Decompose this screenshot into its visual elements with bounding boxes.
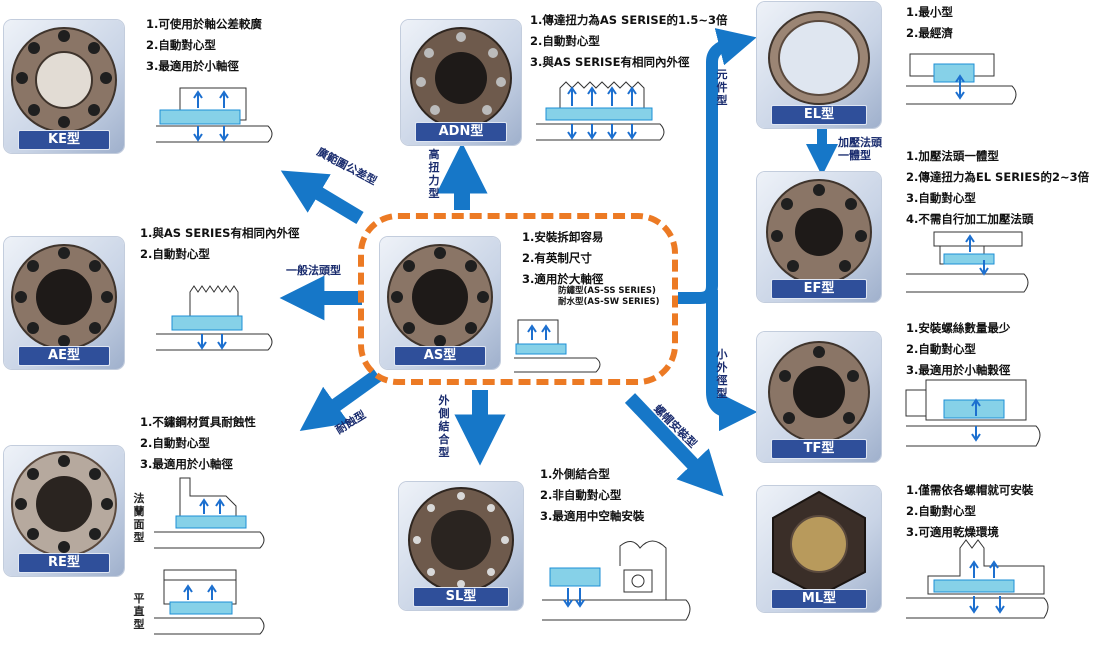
ke-label: KE型 (18, 130, 110, 150)
feature-item: 3.自動對心型 (906, 191, 976, 205)
ef-product-image (766, 179, 872, 285)
el-features: 1.最小型 2.最經濟 (906, 2, 953, 44)
ae-product-image (11, 244, 117, 350)
feature-item: 2.自動對心型 (906, 342, 976, 356)
feature-item: 3.可適用乾燥環境 (906, 525, 999, 539)
ef-features: 1.加壓法頭一體型 2.傳達扭力為EL SERIES的2~3倍 3.自動對心型 … (906, 146, 1089, 230)
sl-section-drawing (542, 540, 691, 621)
ke-features: 1.可使用於軸公差較廣 2.自動對心型 3.最適用於小軸徑 (146, 14, 262, 77)
product-card-ke[interactable]: KE型 (4, 20, 124, 153)
product-card-sl[interactable]: SL型 (399, 482, 523, 610)
re-subtype-flange: 法蘭面型 (133, 492, 145, 544)
as-section-drawing (514, 319, 601, 373)
product-card-ae[interactable]: AE型 (4, 237, 124, 369)
ef-label: EF型 (771, 279, 867, 299)
product-card-tf[interactable]: TF型 (757, 332, 881, 462)
re-flange-drawing (154, 477, 265, 549)
feature-item: 2.自動對心型 (140, 247, 210, 261)
as-label: AS型 (394, 346, 486, 366)
arrow-label-tf: 小外徑型 (716, 348, 728, 400)
center-dashed-frame (358, 213, 678, 385)
arrow-to-ke (280, 170, 364, 225)
tf-features: 1.安裝螺絲數量最少 2.自動對心型 3.最適用於小軸穀徑 (906, 318, 1010, 381)
re-label: RE型 (18, 553, 110, 573)
feature-item: 2.非自動對心型 (540, 488, 622, 502)
arrow-to-ml (624, 393, 724, 497)
re-product-image (11, 451, 117, 557)
ml-label: ML型 (771, 589, 867, 609)
sl-label: SL型 (413, 587, 509, 607)
feature-item: 4.不需自行加工加壓法頭 (906, 212, 1034, 226)
arrow-label-el: 元件型 (716, 68, 728, 107)
feature-item: 2.有英制尺寸 (522, 251, 592, 265)
adn-features: 1.傳達扭力為AS SERISE的1.5~3倍 2.自動對心型 3.與AS SE… (530, 10, 727, 73)
series-item: 耐水型(AS-SW SERIES) (558, 297, 660, 307)
arrow-label-ef: 加壓法頭一體型 (838, 136, 882, 162)
tf-section-drawing (905, 379, 1041, 447)
feature-item: 1.最小型 (906, 5, 953, 19)
as-features: 1.安裝拆卸容易 2.有英制尺寸 3.適用於大軸徑 (522, 227, 603, 290)
product-card-el[interactable]: EL型 (757, 2, 881, 128)
adn-section-drawing (536, 81, 665, 141)
feature-item: 3.最適用於小軸徑 (146, 59, 239, 73)
feature-item: 1.加壓法頭一體型 (906, 149, 999, 163)
ke-section-drawing (156, 87, 273, 143)
tf-label: TF型 (771, 439, 867, 459)
product-card-adn[interactable]: ADN型 (401, 20, 521, 145)
re-features: 1.不鏽鋼材質具耐蝕性 2.自動對心型 3.最適用於小軸徑 (140, 412, 256, 475)
series-item: 防鏽型(AS-SS SERIES) (558, 286, 656, 296)
feature-item: 2.最經濟 (906, 26, 953, 40)
el-product-image (768, 11, 870, 105)
arrow-to-tf (706, 290, 758, 432)
arrow-label-adn: 高扭力型 (428, 148, 440, 200)
feature-item: 1.不鏽鋼材質具耐蝕性 (140, 415, 256, 429)
ae-features: 1.與AS SERIES有相同內外徑 2.自動對心型 (140, 223, 299, 265)
feature-item: 2.傳達扭力為EL SERIES的2~3倍 (906, 170, 1090, 184)
product-card-re[interactable]: RE型 (4, 446, 124, 576)
arrow-label-ae: 一般法頭型 (286, 264, 341, 277)
product-card-as[interactable]: AS型 (380, 237, 500, 369)
sl-features: 1.外側結合型 2.非自動對心型 3.最適用中空軸安裝 (540, 464, 644, 527)
product-card-ml[interactable]: ML型 (757, 486, 881, 612)
ml-product-image (772, 490, 866, 598)
arrow-trunk (678, 28, 757, 304)
feature-item: 3.與AS SERISE有相同內外徑 (530, 55, 690, 69)
product-card-ef[interactable]: EF型 (757, 172, 881, 302)
arrow-to-re (299, 369, 383, 432)
sl-product-image (408, 487, 514, 593)
feature-item: 1.僅需依各螺帽就可安裝 (906, 483, 1034, 497)
feature-item: 2.自動對心型 (530, 34, 600, 48)
ef-section-drawing (906, 231, 1029, 293)
re-subtype-straight: 平直型 (133, 592, 145, 631)
feature-item: 2.自動對心型 (146, 38, 216, 52)
feature-item: 1.安裝拆卸容易 (522, 230, 604, 244)
feature-item: 3.最適用於小軸徑 (140, 457, 233, 471)
ke-product-image (11, 27, 117, 133)
el-section-drawing (906, 53, 1017, 105)
ae-label: AE型 (18, 346, 110, 366)
feature-item: 1.與AS SERIES有相同內外徑 (140, 226, 300, 240)
feature-item: 1.外側結合型 (540, 467, 610, 481)
feature-item: 2.自動對心型 (140, 436, 210, 450)
feature-item: 1.傳達扭力為AS SERISE的1.5~3倍 (530, 13, 728, 27)
ml-features: 1.僅需依各螺帽就可安裝 2.自動對心型 3.可適用乾燥環境 (906, 480, 1033, 543)
feature-item: 3.適用於大軸徑 (522, 272, 604, 286)
re-straight-drawing (154, 569, 265, 635)
el-label: EL型 (771, 105, 867, 125)
arrow-label-sl: 外側結合型 (438, 394, 450, 459)
feature-item: 1.可使用於軸公差較廣 (146, 17, 262, 31)
ae-section-drawing (156, 285, 273, 351)
feature-item: 3.最適用於小軸穀徑 (906, 363, 1011, 377)
adn-label: ADN型 (415, 122, 507, 142)
ml-section-drawing (906, 539, 1049, 619)
adn-product-image (410, 27, 512, 129)
as-series: 防鏽型(AS-SS SERIES) 耐水型(AS-SW SERIES) (558, 286, 660, 308)
feature-item: 2.自動對心型 (906, 504, 976, 518)
feature-item: 3.最適用中空軸安裝 (540, 509, 645, 523)
feature-item: 1.安裝螺絲數量最少 (906, 321, 1011, 335)
